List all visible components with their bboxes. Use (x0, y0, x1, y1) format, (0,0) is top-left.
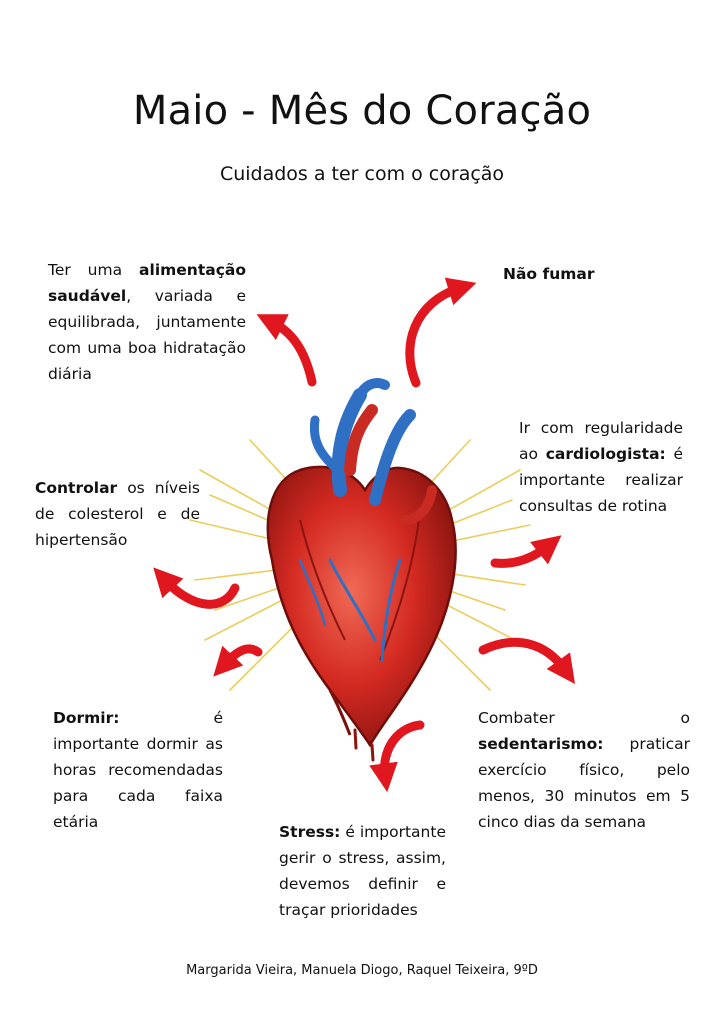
arrow-alimentacao (256, 314, 317, 387)
arrow-sedent (478, 637, 576, 685)
tip-text: , variada e equilibrada, juntamente com … (48, 287, 246, 383)
tip-keyword: alimentação saudável (48, 261, 246, 305)
tip-colesterol: Controlar os níveis de colesterol e de h… (35, 475, 200, 553)
tip-keyword: Não fumar (503, 265, 595, 283)
tip-dormir: Dormir: é importante dormir as horas rec… (53, 705, 223, 835)
arrow-stress (369, 720, 425, 793)
tip-keyword: sedentarismo: (478, 735, 604, 753)
arrows (153, 277, 576, 793)
tip-keyword: Controlar (35, 479, 118, 497)
page-subtitle: Cuidados a ter com o coração (219, 163, 505, 185)
arrow-dormir (213, 644, 263, 677)
tip-keyword: cardiologista: (545, 445, 666, 463)
tip-alimentacao: Ter uma alimentação saudável, variada e … (48, 257, 246, 387)
tip-text: Ir com regularidade ao (519, 419, 683, 463)
tip-text: é importante dormir as horas recomendada… (53, 709, 223, 831)
page-title: Maio - Mês do Coração (132, 88, 592, 134)
tip-fumar: Não fumar (503, 261, 663, 287)
tip-keyword: Dormir: (53, 709, 120, 727)
arrow-fumar (405, 277, 477, 388)
tip-text: Combater o (478, 709, 690, 727)
tip-text: praticar exercício físico, pelo menos, 3… (478, 735, 690, 831)
tip-text: é importante gerir o stress, assim, deve… (279, 823, 446, 919)
tip-cardiologista: Ir com regularidade ao cardiologista: é … (519, 415, 683, 519)
heart-vessels (298, 378, 437, 662)
arrow-cardio (490, 535, 562, 568)
tip-keyword: Stress: (279, 823, 341, 841)
tip-sedentarismo: Combater o sedentarismo: praticar exercí… (478, 705, 690, 835)
arrow-colesterol (153, 567, 240, 609)
authors-footer: Margarida Vieira, Manuela Diogo, Raquel … (186, 963, 538, 978)
tip-text: é importante realizar consultas de rotin… (519, 445, 683, 515)
tip-text: Ter uma (48, 261, 140, 279)
tip-stress: Stress: é importante gerir o stress, ass… (279, 819, 446, 923)
tip-text: os níveis de colesterol e de hipertensão (35, 479, 200, 549)
